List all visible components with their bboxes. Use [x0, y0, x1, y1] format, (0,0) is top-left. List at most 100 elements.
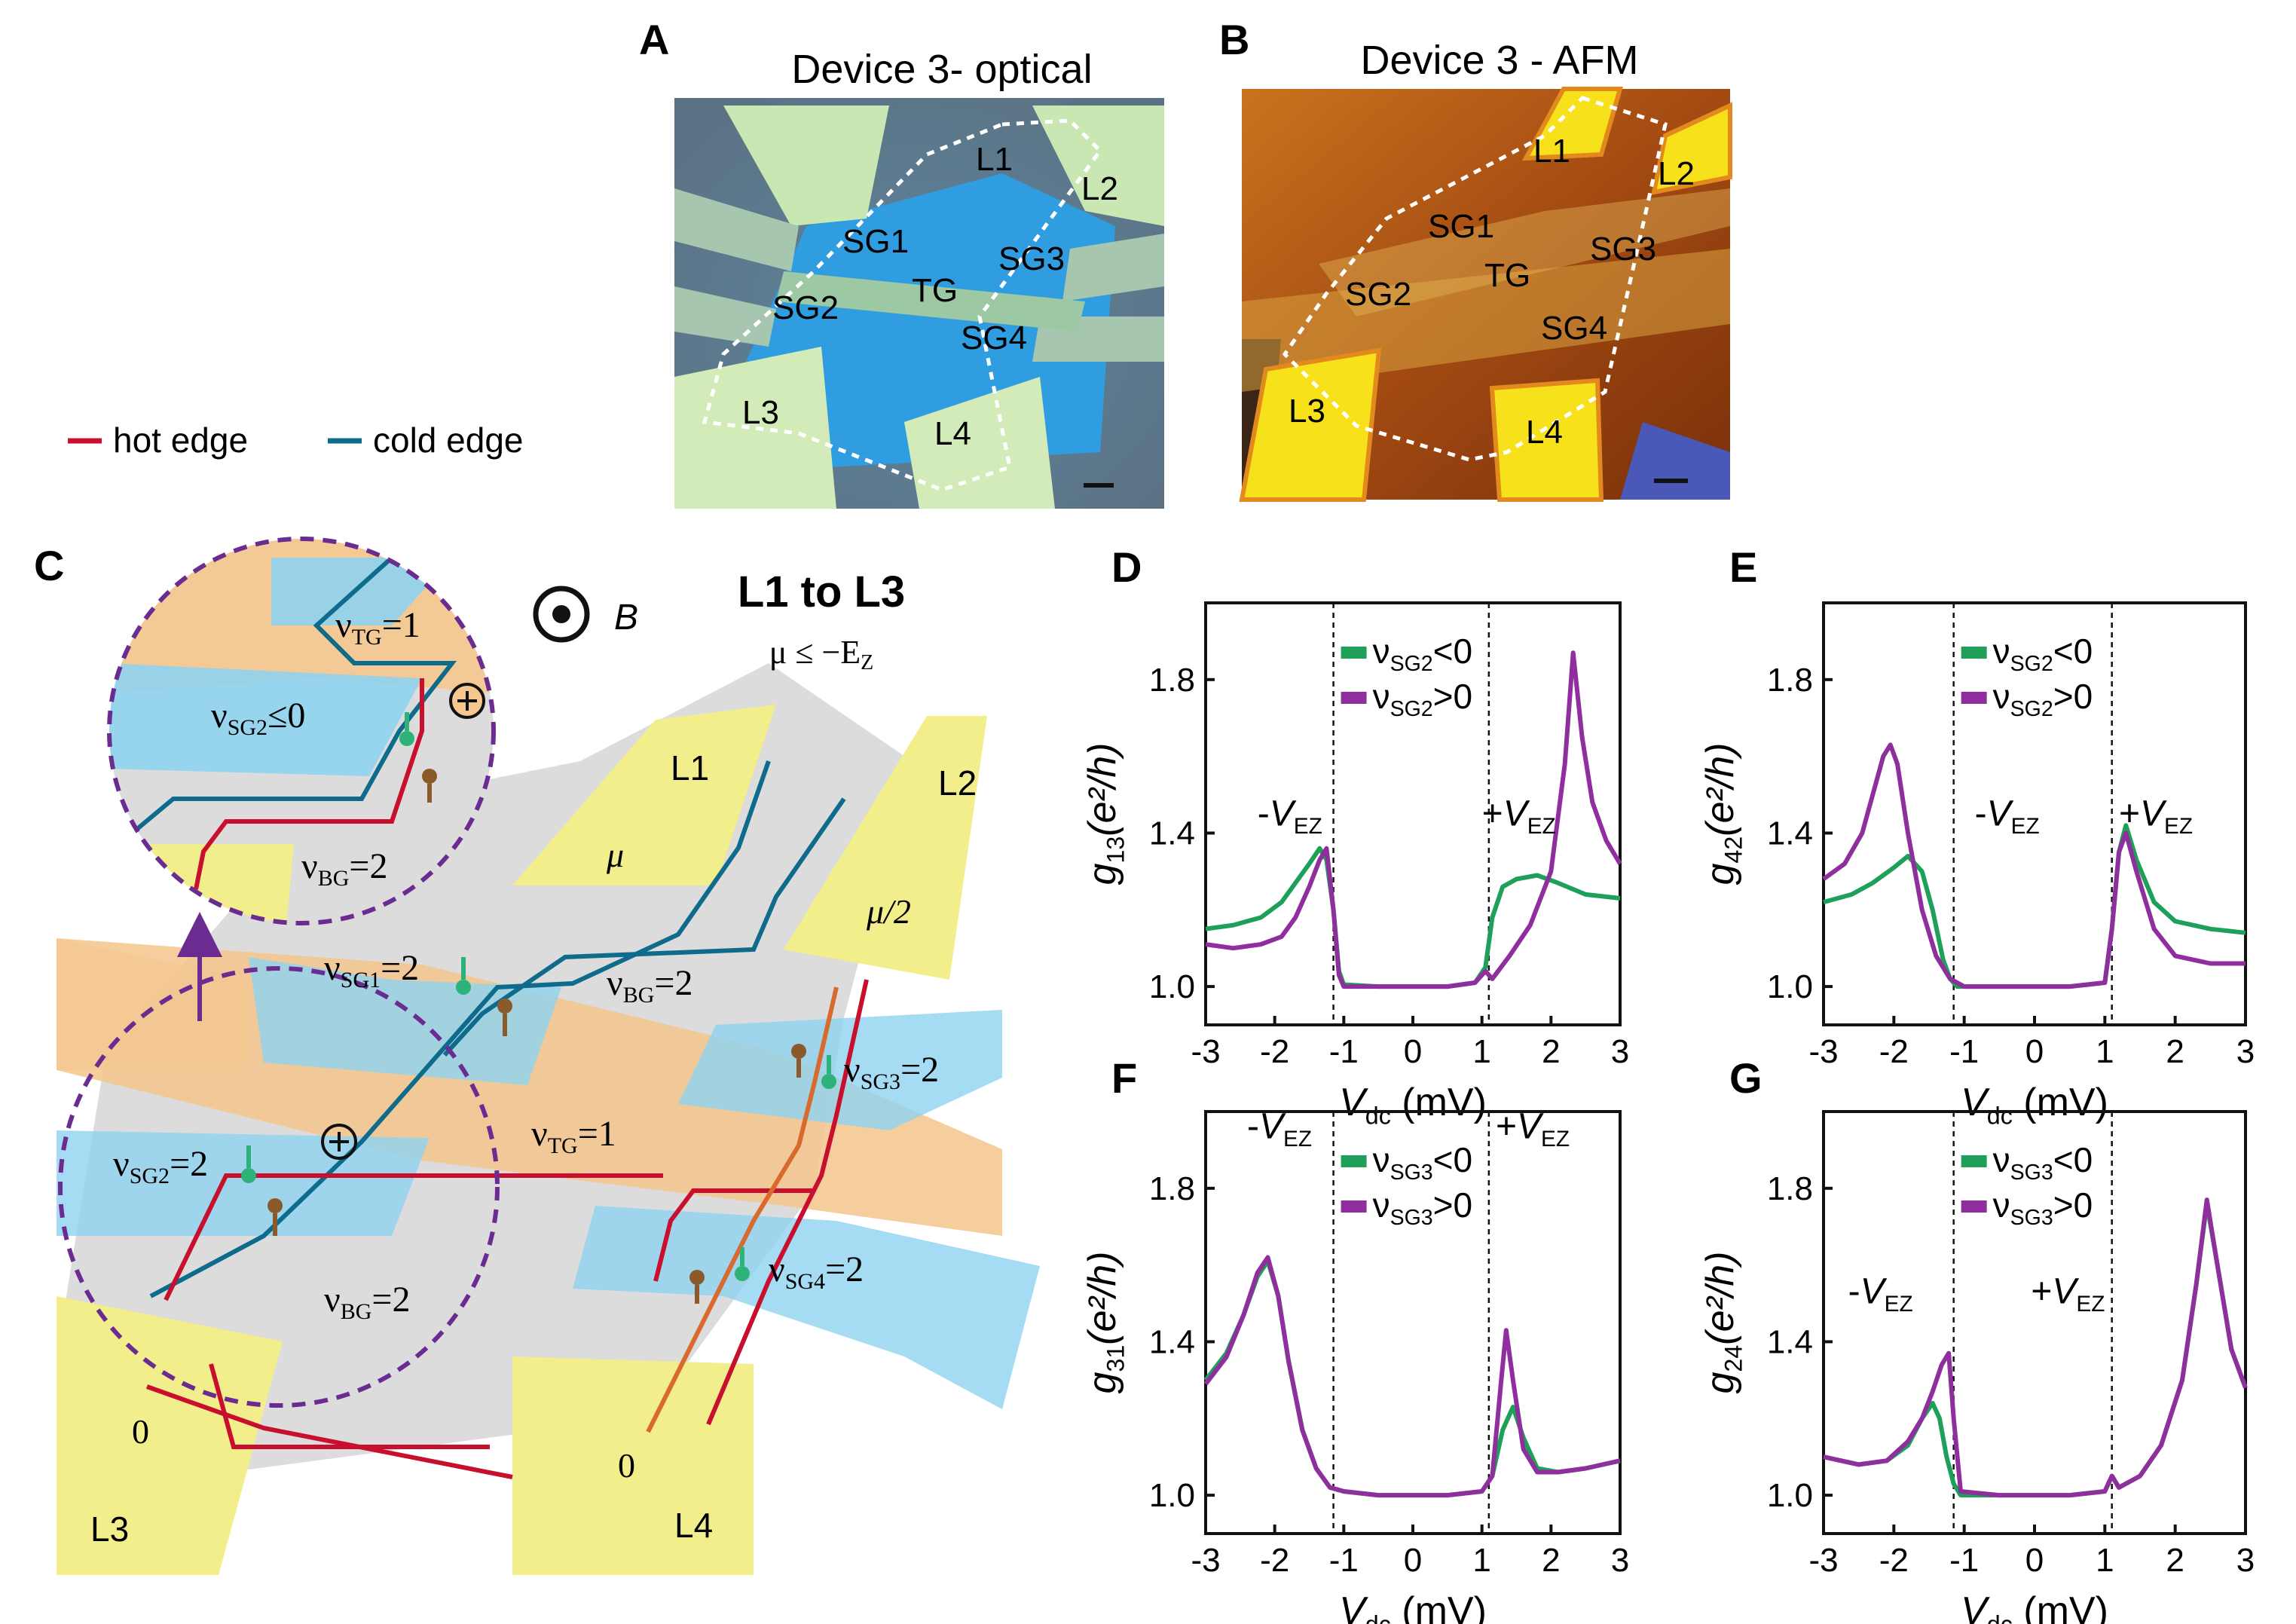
panel-c-title: L1 to L3	[738, 567, 905, 616]
legend-entry: νSG3<0	[1993, 1140, 2093, 1185]
y-axis-label: g42(e²/h)	[1698, 742, 1747, 885]
x-tick-label: -2	[1879, 1033, 1909, 1070]
afm-label-sg3: SG3	[1590, 231, 1656, 268]
legend-swatch	[1961, 1155, 1987, 1167]
x-tick-label: 2	[2166, 1542, 2184, 1579]
contact-l3-label: L3	[90, 1509, 129, 1549]
panel-b-title: Device 3 - AFM	[1360, 38, 1638, 83]
series-line-2	[1205, 650, 1622, 989]
nu-sg2: νSG2=2	[113, 1144, 208, 1188]
y-axis-label: g24(e²/h)	[1698, 1251, 1747, 1393]
contact-l2-potential: μ/2	[866, 892, 911, 931]
nu-sg3: νSG3=2	[844, 1050, 939, 1094]
x-tick-label: 1	[2096, 1033, 2114, 1070]
x-axis-label: Vdc (mV)	[1961, 1081, 2108, 1129]
y-tick-label: 1.8	[1149, 1170, 1195, 1207]
optical-label-sg1: SG1	[842, 223, 909, 260]
legend-entry: νSG2>0	[1993, 677, 2093, 721]
series-line-1	[1205, 846, 1621, 989]
x-tick-label: 0	[2025, 1033, 2044, 1070]
panel-g-label: G	[1729, 1054, 1763, 1102]
y-tick-label: 1.0	[1767, 968, 1813, 1005]
vez-annotation: +VEZ	[1482, 794, 1556, 839]
afm-label-sg1: SG1	[1428, 208, 1494, 245]
inset-zoom: νTG=1 νSG2≤0 νBG=2	[107, 537, 496, 925]
x-tick-label: -3	[1191, 1542, 1220, 1579]
inset-nu-sg2: νSG2≤0	[211, 696, 305, 740]
legend-swatch	[1341, 647, 1367, 659]
edge-legend: hot edge cold edge	[68, 421, 524, 460]
vez-annotation: +VEZ	[2119, 794, 2193, 839]
afm-label-l4: L4	[1526, 414, 1563, 451]
x-tick-label: -1	[1329, 1542, 1359, 1579]
legend-entry: νSG2<0	[1373, 632, 1473, 676]
x-tick-label: 3	[1611, 1033, 1629, 1070]
afm-label-sg4: SG4	[1541, 310, 1607, 347]
series-line-1	[1823, 823, 2246, 989]
afm-label-sg2: SG2	[1345, 276, 1411, 313]
y-tick-label: 1.0	[1149, 1477, 1195, 1514]
nu-sg4: νSG4=2	[769, 1249, 864, 1294]
legend-swatch	[1341, 1200, 1367, 1213]
y-tick-label: 1.4	[1767, 815, 1813, 852]
y-tick-label: 1.0	[1767, 1477, 1813, 1514]
afm-label-l1: L1	[1533, 133, 1570, 170]
vez-annotation: -VEZ	[1247, 1107, 1312, 1152]
series-line-1	[1203, 1259, 1621, 1498]
contact-l3-potential: 0	[132, 1412, 149, 1451]
contact-l1-potential: μ	[606, 836, 624, 874]
optical-label-l4: L4	[934, 415, 971, 452]
y-tick-label: 1.8	[1767, 662, 1813, 699]
vez-annotation: +VEZ	[2031, 1272, 2105, 1317]
inset-nu-bg: νBG=2	[301, 846, 387, 891]
x-tick-label: 3	[2236, 1033, 2255, 1070]
optical-image	[674, 98, 1164, 509]
afm-label-l3: L3	[1289, 393, 1325, 430]
panel-a: A Device 3- optical L1 L2 SG1 SG3 TG SG2…	[639, 16, 1164, 509]
contact-l4-potential: 0	[618, 1446, 635, 1485]
panel-b: B Device 3 - AFM L1 L2 SG1 SG3 TG SG2 SG…	[1219, 16, 1732, 502]
y-axis-label: g31(e²/h)	[1081, 1251, 1129, 1393]
x-tick-label: 0	[1404, 1033, 1422, 1070]
y-tick-label: 1.4	[1149, 815, 1195, 852]
nu-bg-top: νBG=2	[607, 963, 692, 1008]
x-tick-label: -1	[1949, 1033, 1979, 1070]
legend-cold-edge: cold edge	[373, 421, 524, 460]
legend-entry: νSG3<0	[1373, 1140, 1473, 1185]
series-line-2	[1822, 742, 2246, 989]
afm-image	[1239, 87, 1732, 502]
panel-d-label: D	[1111, 543, 1142, 591]
panel-f-label: F	[1111, 1054, 1137, 1102]
series-line-2	[1823, 1197, 2248, 1498]
x-tick-label: 1	[2096, 1542, 2114, 1579]
legend-entry: νSG3>0	[1993, 1185, 2093, 1230]
magnetic-field-icon	[533, 586, 590, 643]
legend-entry: νSG2<0	[1993, 632, 2093, 676]
y-axis-label: g13(e²/h)	[1081, 742, 1129, 885]
x-tick-label: 2	[1542, 1542, 1560, 1579]
y-tick-label: 1.4	[1767, 1323, 1813, 1360]
legend-swatch	[1961, 1200, 1987, 1213]
nu-tg: νTG=1	[531, 1114, 616, 1158]
x-tick-label: 0	[1404, 1542, 1422, 1579]
contact-l4-label: L4	[674, 1506, 713, 1545]
optical-label-l1: L1	[976, 141, 1013, 178]
panel-c: C	[34, 537, 1040, 1575]
afm-label-tg: TG	[1484, 257, 1530, 294]
y-tick-label: 1.8	[1149, 662, 1195, 699]
afm-label-l2: L2	[1658, 155, 1695, 192]
x-axis-label: Vdc (mV)	[1961, 1589, 2108, 1624]
panel-b-label: B	[1219, 16, 1249, 63]
vez-annotation: +VEZ	[1496, 1107, 1570, 1152]
x-tick-label: 3	[1611, 1542, 1629, 1579]
x-tick-label: 2	[1542, 1033, 1560, 1070]
x-tick-label: -2	[1260, 1542, 1289, 1579]
optical-label-sg2: SG2	[772, 289, 839, 326]
vez-annotation: -VEZ	[1848, 1272, 1913, 1317]
series-line-2	[1203, 1255, 1621, 1498]
